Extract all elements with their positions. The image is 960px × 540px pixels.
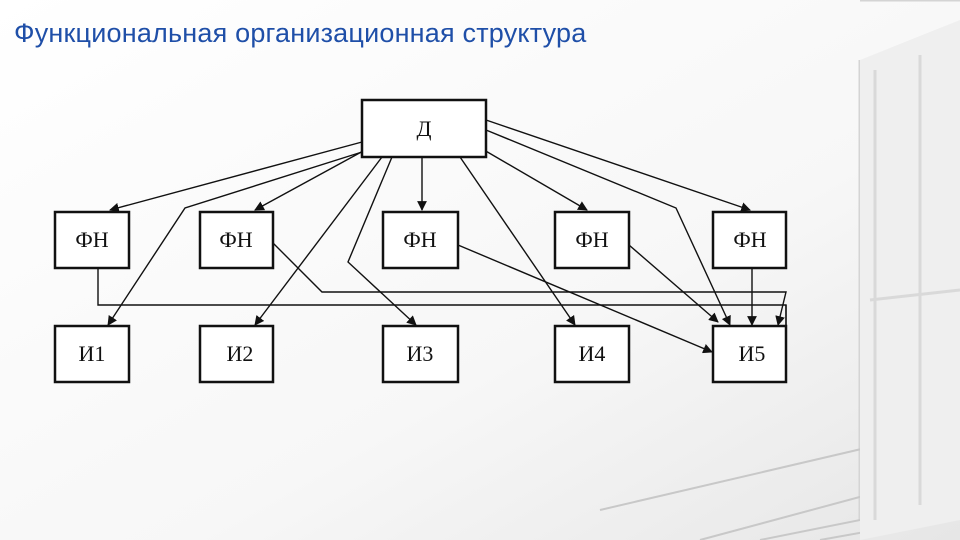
edge-d-i4	[459, 156, 576, 326]
node-fn-4: ФН	[553, 210, 631, 270]
edge-d-fn2	[254, 149, 366, 211]
edge-d-i3	[347, 156, 417, 326]
node-i1-label: И1	[79, 341, 106, 366]
edge-d-i1	[107, 151, 363, 326]
node-fn-2-label: ФН	[219, 227, 252, 252]
edge-d-i5	[485, 129, 731, 326]
edge-fn2-i5	[269, 239, 787, 326]
edge-fn4-i5	[628, 244, 719, 323]
node-director-label: Д	[416, 116, 431, 141]
connectors	[97, 119, 787, 354]
node-i2-label: И2	[227, 341, 254, 366]
node-fn-1: ФН	[53, 210, 131, 270]
slide-title: Функциональная организационная структура	[14, 18, 587, 48]
node-fn-5-label: ФН	[733, 227, 766, 252]
node-fn-2: ФН	[198, 210, 275, 270]
node-fn-3-label: ФН	[403, 227, 436, 252]
node-fn-3: ФН	[381, 210, 460, 270]
edge-fn3-i5	[457, 244, 713, 354]
node-i4-label: И4	[579, 341, 606, 366]
node-i5: И5	[711, 324, 788, 384]
node-i2: И2	[198, 324, 275, 384]
node-fn-4-label: ФН	[575, 227, 608, 252]
edge-d-fn1	[109, 141, 363, 213]
edge-d-fn4	[483, 149, 588, 211]
node-i3: И3	[381, 324, 460, 384]
node-i1: И1	[53, 324, 131, 384]
node-fn-5: ФН	[711, 210, 788, 270]
node-i4: И4	[553, 324, 631, 384]
edge-d-fn5	[485, 119, 751, 212]
edge-d-i2	[254, 156, 383, 326]
node-director: Д	[360, 98, 488, 159]
node-fn-1-label: ФН	[75, 227, 108, 252]
edge-fn1-bus	[97, 268, 787, 325]
node-i5-label: И5	[739, 341, 766, 366]
node-i3-label: И3	[407, 341, 434, 366]
